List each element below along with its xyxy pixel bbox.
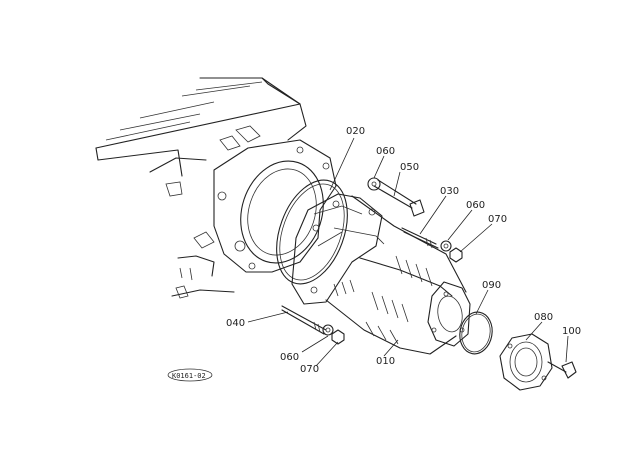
callout-060-right: 060 bbox=[466, 200, 485, 211]
stud-040 bbox=[281, 305, 327, 335]
leader-lines bbox=[247, 137, 569, 367]
washer-nut-060-070-right bbox=[440, 240, 463, 263]
callout-070-left: 070 bbox=[300, 364, 319, 375]
bolt-100 bbox=[547, 361, 577, 379]
callout-100: 100 bbox=[562, 326, 581, 337]
engine-block-outline bbox=[95, 77, 307, 299]
washer-nut-060-top bbox=[367, 177, 381, 191]
cover-080 bbox=[499, 333, 553, 391]
transmission-case-010 bbox=[291, 193, 471, 355]
callout-070-right: 070 bbox=[488, 214, 507, 225]
o-ring-090 bbox=[459, 311, 493, 355]
callout-090: 090 bbox=[482, 280, 501, 291]
bolt-050 bbox=[373, 179, 425, 217]
callout-050: 050 bbox=[400, 162, 419, 173]
callout-040: 040 bbox=[226, 318, 245, 329]
washer-nut-060-070-left bbox=[322, 324, 345, 345]
callout-080: 080 bbox=[534, 312, 553, 323]
stud-030 bbox=[401, 227, 439, 249]
callout-030: 030 bbox=[440, 186, 459, 197]
callout-020: 020 bbox=[346, 126, 365, 137]
gasket-ring-020 bbox=[276, 179, 348, 285]
callout-010: 010 bbox=[376, 356, 395, 367]
callout-060-left: 060 bbox=[280, 352, 299, 363]
callout-060-top: 060 bbox=[376, 146, 395, 157]
reference-code-badge: K0161-02 bbox=[167, 368, 213, 382]
reference-code: K0161-02 bbox=[172, 372, 206, 380]
flywheel-housing bbox=[213, 139, 337, 273]
callout-labels: 020 060 050 030 060 070 090 080 100 040 … bbox=[226, 126, 581, 375]
